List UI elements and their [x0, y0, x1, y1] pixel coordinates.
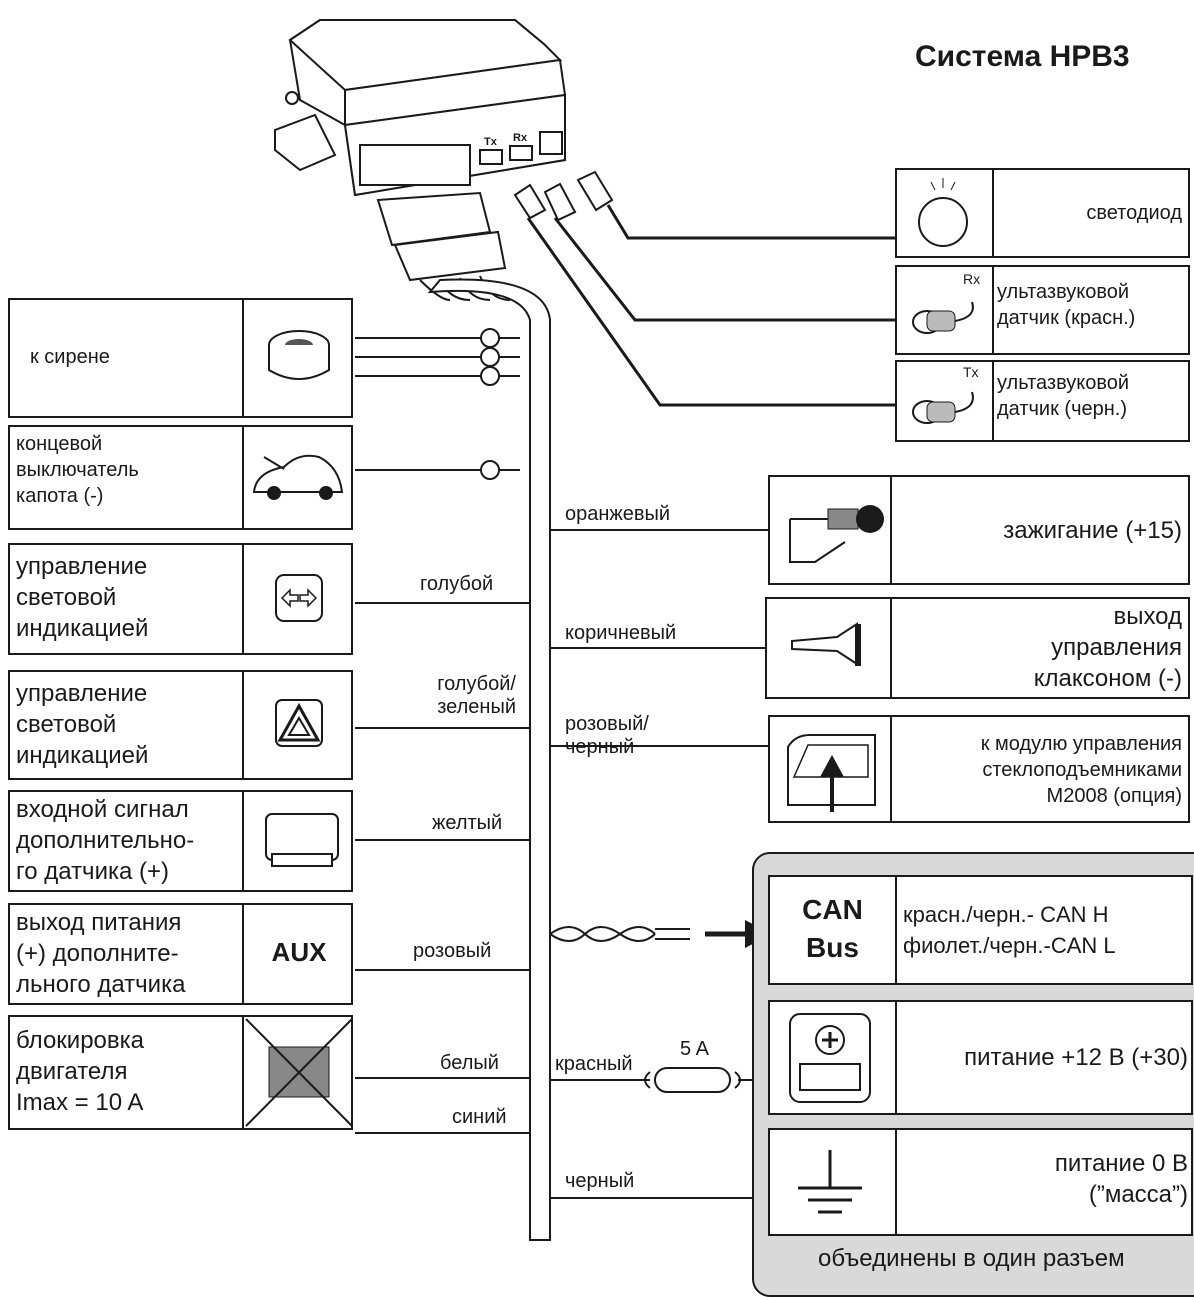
wire-label-dark-blue: синий: [452, 1106, 507, 1128]
rx-port-label: Rx: [513, 132, 528, 144]
horn-label-line3: клаксоном (-): [1033, 665, 1182, 692]
led-icon: [918, 178, 968, 247]
wire-label-blue: голубой: [420, 573, 494, 595]
can-h-label: красн./черн.- CAN H: [903, 902, 1109, 927]
fuse-rating: 5 A: [680, 1038, 709, 1060]
power-label: питание +12 B (+30): [964, 1044, 1188, 1071]
wire-label-brown: коричневый: [565, 622, 677, 644]
wire-label-red: красный: [555, 1053, 633, 1075]
ultrasonic-rx-box: Rx ультазвуковой датчик (красн.): [895, 265, 1190, 355]
wire-label-pink-black-2: черный: [565, 736, 635, 758]
ground-icon: [798, 1150, 862, 1214]
wire-label-pink: розовый: [413, 940, 492, 962]
small-plugs: [513, 170, 614, 222]
window-label-line1: к модулю управления: [980, 733, 1182, 755]
turn-signal-box: управление световой индикацией: [8, 543, 353, 655]
hazard-box: управление световой индикацией: [8, 670, 353, 780]
horn-box: выход управления клаксоном (-): [765, 597, 1190, 699]
siren-box: к сирене: [8, 298, 353, 418]
rx-tag: Rx: [963, 271, 981, 287]
siren-label: к сирене: [30, 346, 110, 368]
aux-label-line2: (+) дополните-: [16, 940, 179, 967]
can-icon-line2: Bus: [806, 932, 859, 963]
car-hood-icon: [252, 454, 344, 500]
wire-trunk: [427, 278, 551, 1241]
turn-label-line1: управление: [16, 553, 148, 580]
hood-label-line1: концевой: [16, 433, 103, 455]
rx-label-line1: ультазвуковой: [997, 281, 1130, 303]
ignition-box: зажигание (+15): [768, 475, 1190, 585]
can-bus-box: CAN Bus красн./черн.- CAN H фиолет./черн…: [768, 875, 1193, 985]
battery-icon: [789, 1013, 871, 1103]
led-label: светодиод: [1086, 202, 1182, 224]
extra-sensor-input-box: входной сигнал дополнительно- го датчика…: [8, 790, 353, 892]
rx-label-line2: датчик (красн.): [997, 307, 1136, 329]
hood-label-line3: капота (-): [16, 485, 104, 507]
window-label-line3: M2008 (опция): [1046, 785, 1182, 807]
hazard-label-line2: световой: [16, 711, 117, 738]
aux-label-line3: льного датчика: [16, 971, 186, 998]
engine-label-line1: блокировка: [16, 1027, 145, 1054]
horn-icon: [791, 622, 861, 666]
led-box: светодиод: [895, 168, 1190, 258]
tx-label-line2: датчик (черн.): [997, 398, 1127, 420]
left-wires: [355, 602, 530, 1134]
sensor-label-line2: дополнительно-: [16, 827, 195, 854]
ultrasonic-tx-box: Tx ультазвуковой датчик (черн.): [895, 360, 1190, 442]
sensor-label-line3: го датчика (+): [16, 858, 170, 885]
ignition-label: зажигание (+15): [1003, 517, 1182, 544]
turn-label-line3: индикацией: [16, 615, 149, 642]
engine-label-line3: Imax = 10 A: [16, 1089, 144, 1116]
engine-block-box: блокировка двигателя Imax = 10 A: [8, 1015, 353, 1130]
turn-label-line2: световой: [16, 584, 117, 611]
hood-label-line2: выключатель: [16, 459, 139, 481]
turn-signal-icon: [275, 574, 323, 622]
sensor-module-icon: [265, 813, 339, 867]
window-lift-box: к модулю управления стеклоподъемниками M…: [768, 715, 1190, 823]
hood-switch-box: концевой выключатель капота (-): [8, 425, 353, 530]
ground-box: питание 0 B (”масса”): [768, 1128, 1193, 1236]
sensor-wires: [526, 204, 895, 407]
right-wires: [549, 529, 768, 1199]
ultrasonic-sensor-icon: [912, 301, 974, 334]
tx-tag: Tx: [963, 364, 979, 380]
page-title: Система HPB3: [915, 40, 1130, 73]
aux-label-line1: выход питания: [16, 909, 182, 936]
power-box: питание +12 B (+30): [768, 1000, 1193, 1115]
sensor-label-line1: входной сигнал: [16, 796, 189, 823]
window-lift-icon: [787, 734, 876, 812]
tx-port-label: Tx: [484, 136, 498, 148]
hazard-triangle-icon: [275, 699, 323, 747]
horn-label-line2: управления: [1051, 634, 1182, 661]
aux-output-box: выход питания (+) дополните- льного датч…: [8, 903, 353, 1005]
ignition-key-icon: [789, 505, 884, 563]
can-icon-line1: CAN: [802, 894, 863, 925]
engine-label-line2: двигателя: [16, 1058, 128, 1085]
wire-label-blue-green-2: зеленый: [437, 696, 516, 718]
wire-label-orange: оранжевый: [565, 503, 671, 525]
wire-label-pink-black-1: розовый/: [565, 713, 649, 735]
can-l-label: фиолет./черн.-CAN L: [903, 933, 1116, 958]
horn-label-line1: выход: [1113, 603, 1182, 630]
hazard-label-line1: управление: [16, 680, 148, 707]
fuse-icon: [644, 1067, 741, 1093]
tx-label-line1: ультазвуковой: [997, 372, 1130, 394]
aux-icon-text: AUX: [271, 937, 327, 967]
siren-icon: [268, 330, 330, 380]
wire-label-black: черный: [565, 1170, 635, 1192]
ground-label-line2: (”масса”): [1088, 1181, 1188, 1208]
wire-label-blue-green-1: голубой/: [437, 673, 516, 695]
window-label-line2: стеклоподъемниками: [982, 759, 1182, 781]
alarm-module-drawing: [274, 19, 567, 282]
hazard-label-line3: индикацией: [16, 742, 149, 769]
panel-caption: объединены в один разъем: [818, 1245, 1125, 1272]
ground-label-line1: питание 0 B: [1054, 1150, 1188, 1177]
wire-label-white: белый: [440, 1052, 499, 1074]
ultrasonic-sensor-icon: [912, 391, 974, 424]
siren-wires: [355, 328, 520, 480]
wire-label-yellow: желтый: [432, 812, 503, 834]
engine-crossed-icon: [245, 1018, 353, 1127]
